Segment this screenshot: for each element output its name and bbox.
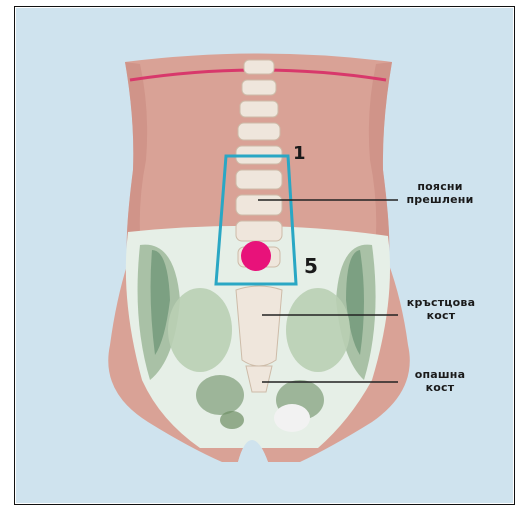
label-coccyx-line1: опашна [400,368,480,381]
label-coccyx-line2: кост [400,381,480,394]
label-lumbar-vertebrae: поясни прешлени [400,180,480,206]
pain-marker [241,241,271,271]
label-lumbar-line1: поясни [400,180,480,193]
label-coccyx: опашна кост [400,368,480,394]
vertebra-number-bottom: 5 [304,254,318,278]
label-sacrum-line2: кост [398,309,484,322]
vertebra-number-top: 1 [293,143,306,164]
label-sacrum: кръстцова кост [398,296,484,322]
spine [236,60,282,392]
label-sacrum-line1: кръстцова [398,296,484,309]
label-lumbar-line2: прешлени [400,193,480,206]
